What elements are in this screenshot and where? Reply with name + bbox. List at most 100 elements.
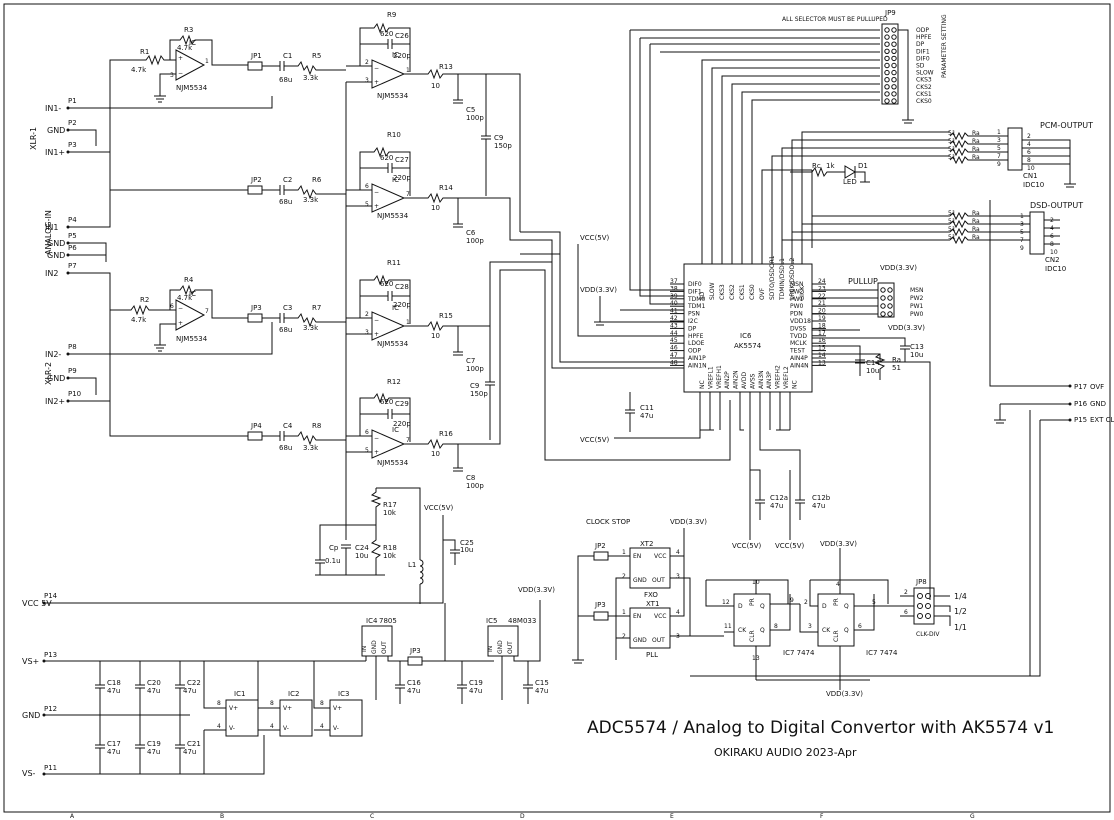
ic6-pin-bottom: VREFH1 bbox=[716, 365, 723, 389]
svg-text:1: 1 bbox=[622, 549, 626, 556]
r4-val: 4.7k bbox=[177, 294, 193, 302]
jp2[interactable] bbox=[247, 185, 263, 195]
p2-ref: P2 bbox=[68, 119, 77, 127]
ic6-pin-top: TDMIN/DSDL1 bbox=[779, 258, 786, 301]
svg-text:2: 2 bbox=[622, 633, 626, 640]
ic7b-label: IC7 7474 bbox=[866, 649, 898, 657]
ic6-pin-bottom: AIN2P bbox=[724, 371, 731, 389]
r3-ref: R3 bbox=[184, 26, 193, 34]
c3-val: 68u bbox=[279, 326, 292, 334]
jp9-pin-hpfe: HPFE bbox=[916, 34, 932, 41]
svg-text:Q: Q bbox=[844, 603, 849, 610]
jp9-pin-cks2: CKS2 bbox=[916, 84, 932, 91]
ic5-part: 48M033 bbox=[508, 617, 536, 625]
svg-text:4: 4 bbox=[320, 723, 324, 730]
jp1[interactable] bbox=[247, 61, 263, 71]
p10-label: IN2+ bbox=[45, 397, 65, 406]
ic6-pin-bottom: AIN3N bbox=[758, 370, 765, 389]
svg-text:3: 3 bbox=[365, 77, 369, 84]
cn1[interactable] bbox=[1007, 127, 1023, 171]
opamp-6-part: NJM5534 bbox=[377, 459, 409, 467]
xt2-ref: XT2 bbox=[640, 540, 653, 548]
jp3b[interactable] bbox=[407, 656, 423, 666]
jp2-label: JP2 bbox=[250, 176, 262, 184]
ic6-pin-left-tdm1: TDM1 bbox=[687, 303, 705, 310]
r8-ref: R8 bbox=[312, 422, 321, 430]
ic6-pin-right-msn: MSN bbox=[790, 281, 803, 288]
ic4-7805 bbox=[361, 625, 393, 657]
cn1-part: IDC10 bbox=[1023, 181, 1044, 189]
title-block: ADC5574 / Analog to Digital Convertor wi… bbox=[587, 718, 1054, 759]
cn1-pin: 3 bbox=[997, 137, 1001, 144]
c18-ref: C18 bbox=[107, 679, 121, 687]
svg-text:9: 9 bbox=[790, 597, 794, 604]
svg-text:6: 6 bbox=[365, 183, 369, 190]
c15-val: 47u bbox=[535, 687, 548, 695]
ic6-pin-num-right: 17 bbox=[818, 330, 826, 337]
grid-col-D: D bbox=[520, 813, 525, 820]
jp3c[interactable] bbox=[593, 611, 609, 621]
p5-label: GND bbox=[47, 239, 65, 248]
p15-ref: P15 bbox=[1074, 416, 1087, 424]
p9-label: GND bbox=[47, 374, 65, 383]
cn2[interactable] bbox=[1029, 211, 1045, 255]
ic4-part: 7805 bbox=[379, 617, 397, 625]
svg-text:2: 2 bbox=[365, 59, 369, 66]
ic1 bbox=[225, 699, 259, 737]
svg-text:4: 4 bbox=[676, 609, 680, 616]
c22-ref: C22 bbox=[187, 679, 201, 687]
c19b-ref: C19 bbox=[147, 740, 161, 748]
svg-text:V+: V+ bbox=[283, 705, 292, 712]
cn1-pin: 6 bbox=[1027, 149, 1031, 156]
dsd-res-ref: Ra bbox=[972, 218, 980, 225]
ic6-pin-num-right: 14 bbox=[818, 352, 826, 359]
c18-val: 47u bbox=[107, 687, 120, 695]
svg-text:Q: Q bbox=[844, 627, 849, 634]
jp3[interactable] bbox=[247, 313, 263, 323]
ic6-pin-num-left: 46 bbox=[670, 345, 678, 352]
r15-ref: R15 bbox=[439, 312, 453, 320]
ic6-pin-bottom: VREFL1 bbox=[707, 366, 714, 389]
vdd33-label-1: VDD(3.3V) bbox=[518, 586, 555, 594]
svg-text:V-: V- bbox=[333, 725, 339, 732]
c21-ref: C21 bbox=[187, 740, 201, 748]
c1-val: 68u bbox=[279, 76, 292, 84]
svg-text:GND: GND bbox=[371, 640, 378, 654]
svg-text:8: 8 bbox=[774, 623, 778, 630]
cn1-pin: 1 bbox=[997, 129, 1001, 136]
ic6-ref: IC6 bbox=[740, 332, 752, 340]
pcm-res-val: 51 bbox=[948, 146, 956, 153]
cn2-pin: 9 bbox=[1020, 245, 1024, 252]
xt2-out: OUT bbox=[652, 577, 665, 584]
svg-text:5: 5 bbox=[365, 447, 369, 454]
ic6-pin-right-mclk: MCLK bbox=[790, 340, 808, 347]
cn1-pin: 5 bbox=[997, 145, 1001, 152]
pcm-res-ref: Ra bbox=[972, 154, 980, 161]
led-indicator: Rc 1k D1 LED bbox=[790, 162, 870, 186]
r5-val: 3.3k bbox=[303, 74, 319, 82]
ic6-pin-left-ain1n: AIN1N bbox=[688, 362, 707, 369]
svg-text:V+: V+ bbox=[333, 705, 342, 712]
svg-text:2: 2 bbox=[904, 589, 908, 596]
xt1-out: OUT bbox=[652, 637, 665, 644]
ic6-pin-right-pw0: PW0 bbox=[790, 303, 804, 310]
c26-ref: C26 bbox=[395, 32, 409, 40]
c11-val: 47u bbox=[640, 412, 653, 420]
ic6-pin-top: CKS1 bbox=[739, 284, 746, 300]
svg-text:2: 2 bbox=[365, 311, 369, 318]
opamp-1-part: NJM5534 bbox=[176, 84, 208, 92]
r15-val: 10 bbox=[431, 332, 440, 340]
c25-ref: C25 bbox=[460, 539, 474, 547]
cn2-part: IDC10 bbox=[1045, 265, 1066, 273]
jp2b[interactable] bbox=[593, 551, 609, 561]
jp4[interactable] bbox=[247, 431, 263, 441]
jp3-label: JP3 bbox=[250, 304, 262, 312]
svg-text:+: + bbox=[178, 320, 183, 327]
svg-text:PR: PR bbox=[749, 598, 756, 606]
c22-val: 47u bbox=[183, 687, 196, 695]
cn2-pin: 5 bbox=[1020, 229, 1024, 236]
ic6-pin-right-tvdd: TVDD bbox=[789, 333, 807, 340]
ic6-pin-right-dvss: DVSS bbox=[790, 325, 806, 332]
pcm-res-ref: Ra bbox=[972, 130, 980, 137]
